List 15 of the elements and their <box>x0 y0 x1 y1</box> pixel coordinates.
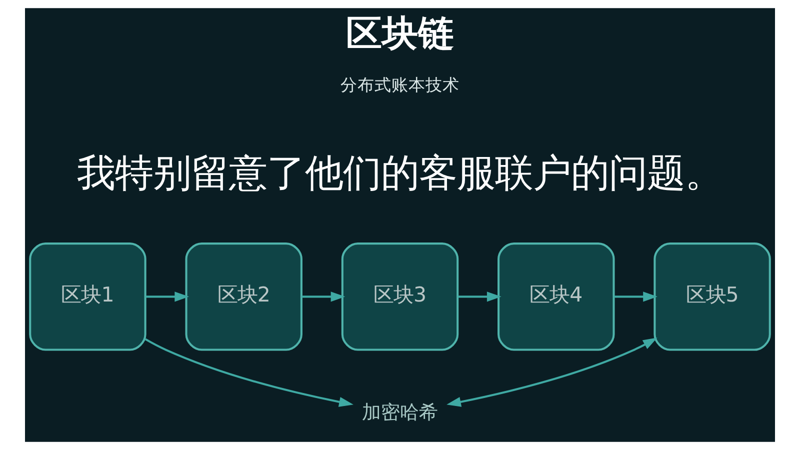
arrow <box>614 292 658 302</box>
node-box: 区块3 <box>341 242 459 351</box>
node-box: 区块2 <box>185 242 302 351</box>
arrow <box>446 338 658 407</box>
arrow <box>144 338 354 407</box>
arrow <box>302 292 346 302</box>
arrow <box>146 292 190 302</box>
node-box: 区块1 <box>29 242 146 351</box>
node-box: 区块4 <box>498 242 615 351</box>
label: 我特别留意了他们的客服联户的问题。 <box>77 150 723 196</box>
diagram-title: 区块链 <box>346 14 454 55</box>
node-box: 区块5 <box>654 242 771 351</box>
arrow <box>458 292 502 302</box>
label: 分布式账本技术 <box>340 75 460 94</box>
node-text: 加密哈希 <box>362 400 438 424</box>
